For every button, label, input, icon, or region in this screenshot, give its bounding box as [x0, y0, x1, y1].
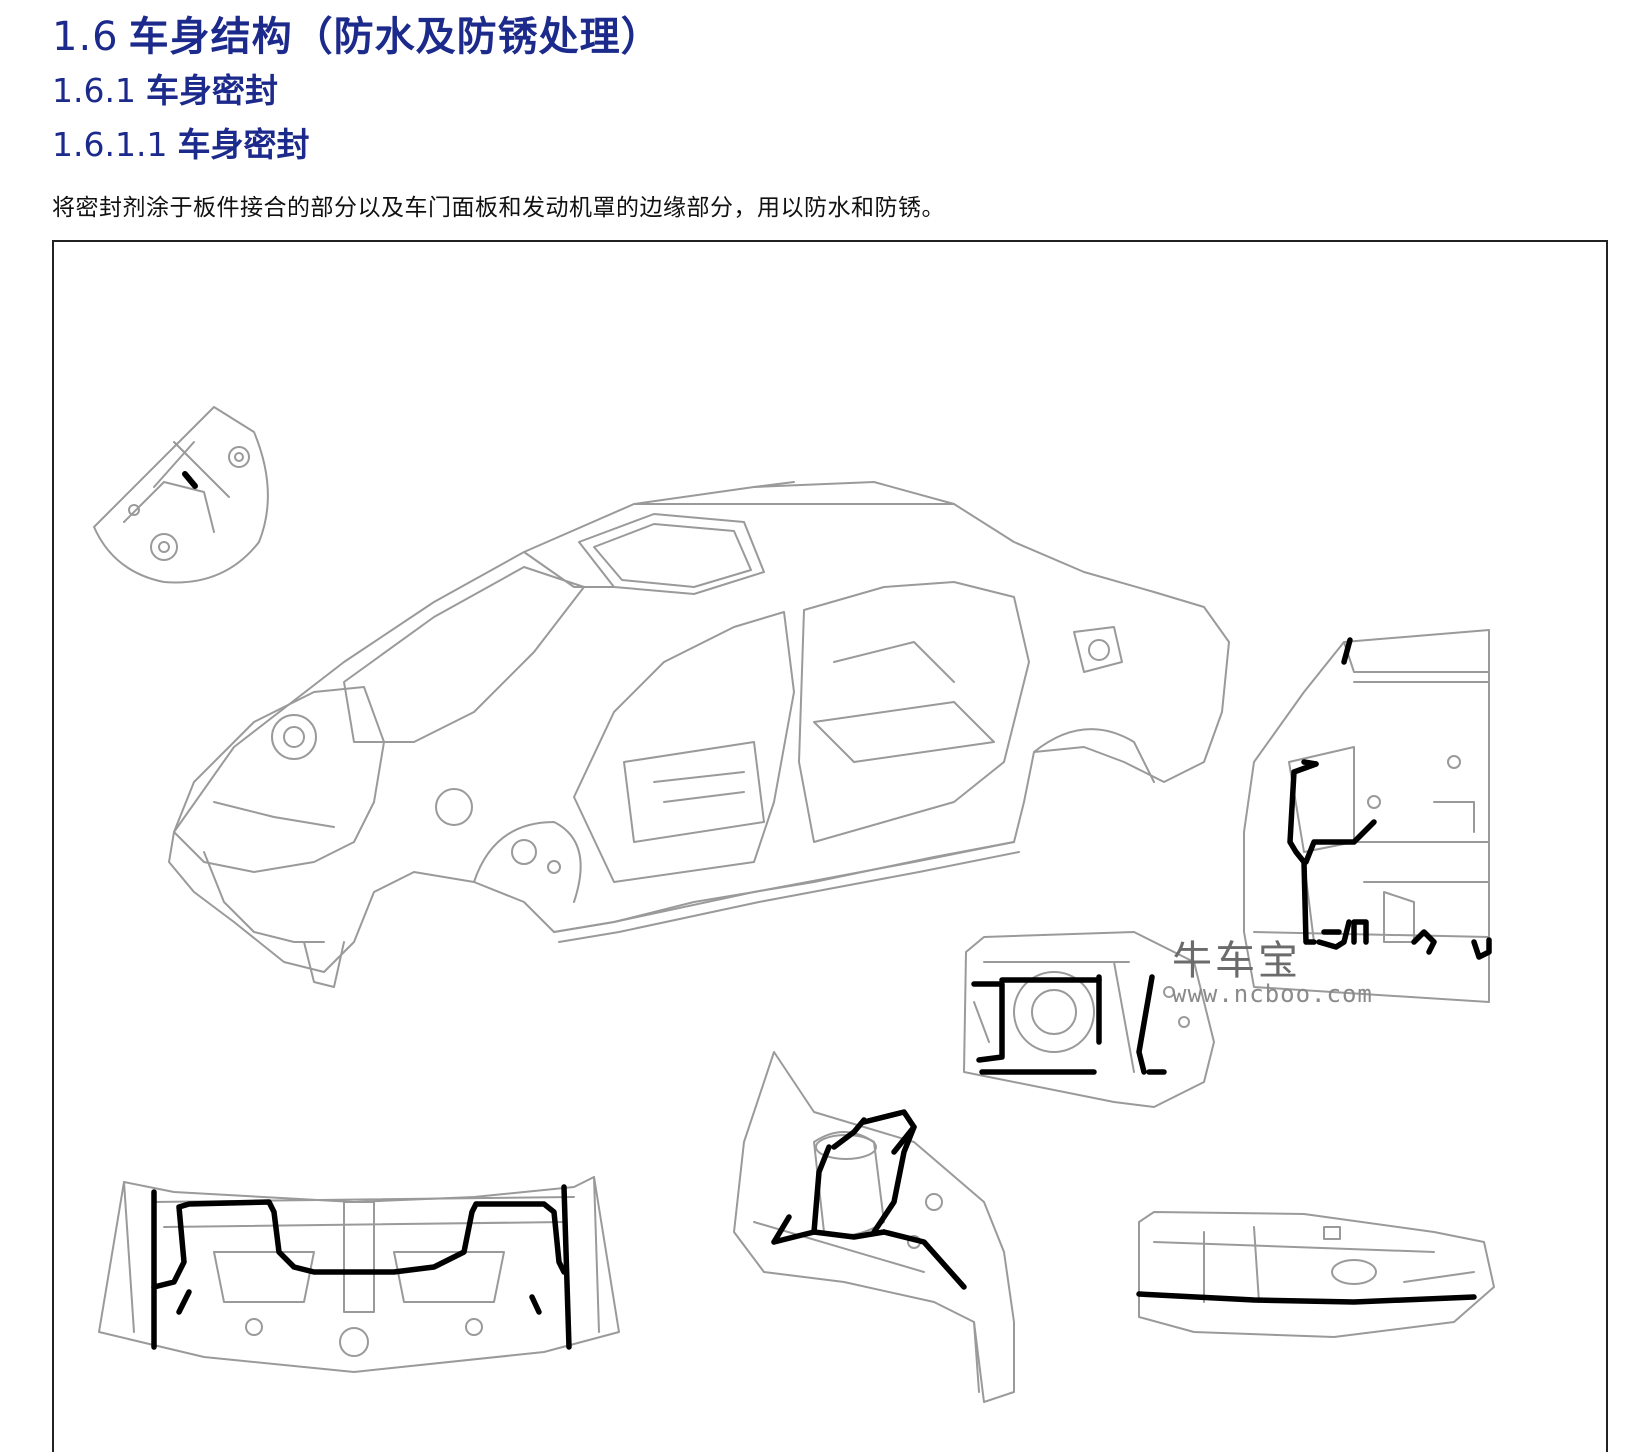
sealant-lines — [151, 471, 1492, 1350]
car-body-illustration — [168, 481, 1230, 988]
section-number: 1.6 — [52, 14, 119, 60]
watermark-url: www.ncboo.com — [1172, 980, 1373, 1008]
figure-drawing — [93, 406, 1495, 1403]
inset-rear-body-detail — [1243, 629, 1490, 1003]
inset-wheelhouse-detail — [963, 931, 1215, 1108]
subsection-title: 车身密封 — [145, 71, 278, 110]
subsubsection-number: 1.6.1.1 — [52, 125, 168, 164]
body-sealing-figure — [52, 240, 1608, 1452]
inset-side-sill-detail — [1138, 1211, 1495, 1338]
inset-roof-pillar-detail — [93, 406, 269, 584]
body-paragraph: 将密封剂涂于板件接合的部分以及车门面板和发动机罩的边缘部分，用以防水和防锈。 — [52, 195, 945, 221]
subsection-number: 1.6.1 — [52, 71, 136, 110]
watermark-brand: 牛车宝 — [1172, 938, 1301, 984]
subsubsection-title: 车身密封 — [177, 125, 310, 164]
section-title: 车身结构（防水及防锈处理） — [128, 14, 662, 60]
inset-strut-tower-detail — [733, 1051, 1015, 1403]
